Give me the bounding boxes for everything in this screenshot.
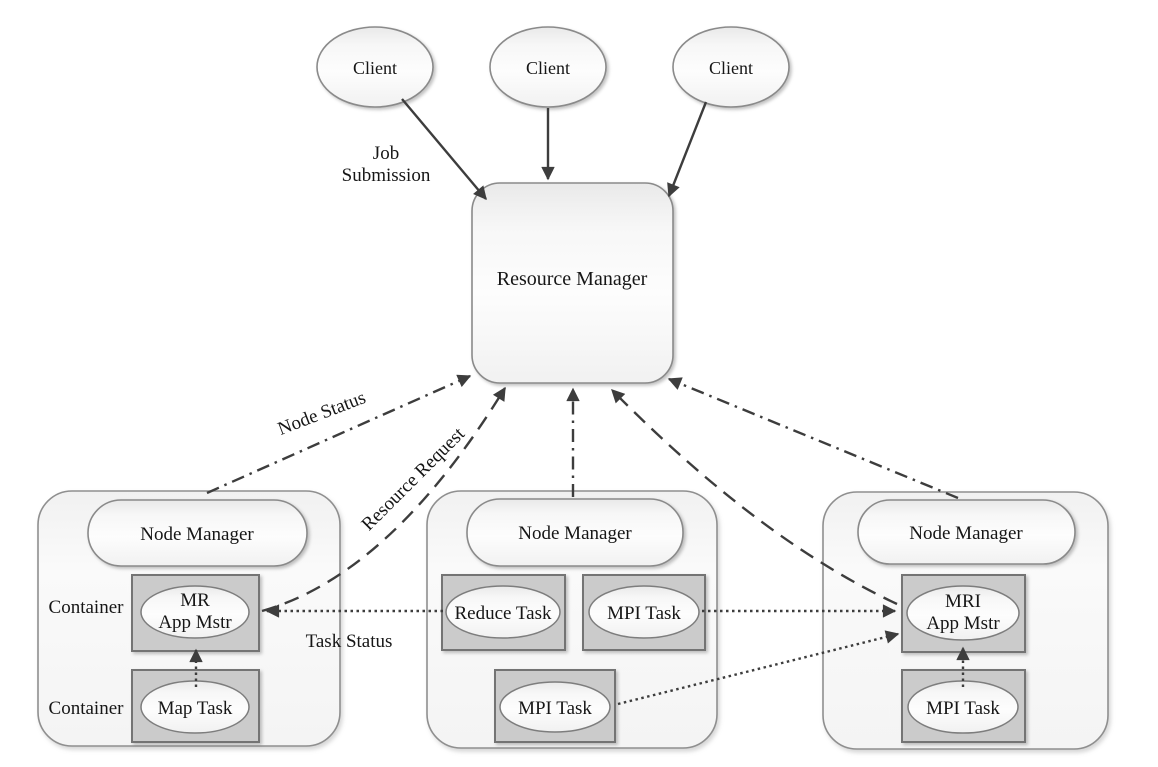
task-ellipse-mr-app-mstr — [140, 585, 250, 639]
edge-task-status-mpi2-to-mri — [617, 630, 900, 706]
edge-job-submission-3 — [667, 101, 708, 198]
container-label-1: Container — [49, 597, 125, 618]
task-ellipse-mri-app-mstr — [906, 585, 1020, 641]
node-manager-pill-left — [87, 499, 308, 567]
task-label-mpi-task-2: MPI Task — [518, 698, 592, 719]
resource-manager-label: Resource Manager — [497, 268, 648, 290]
edge-label-task-status: Task Status — [306, 631, 393, 652]
resource-manager-box — [471, 182, 674, 384]
node-manager-label-left: Node Manager — [140, 524, 254, 545]
client-ellipse-3 — [672, 26, 790, 108]
client-label-2: Client — [526, 58, 570, 78]
client-label-1: Client — [353, 58, 397, 78]
container-label-2: Container — [49, 698, 125, 719]
node-manager-pill-middle — [466, 498, 684, 567]
client-label-3: Client — [709, 58, 753, 78]
task-ellipse-mpi-task-1 — [588, 585, 700, 639]
edge-label-job-submission-line1: Job — [373, 143, 399, 164]
edge-job-submission-1 — [401, 98, 487, 201]
node-manager-label-right: Node Manager — [909, 523, 1023, 544]
edge-node-status-left — [206, 374, 472, 495]
client-ellipse-2 — [489, 26, 607, 108]
task-label-mri: MRI — [945, 591, 981, 612]
client-ellipse-1 — [316, 26, 434, 108]
task-label-reduce-task: Reduce Task — [455, 603, 552, 624]
node-manager-pill-right — [857, 499, 1076, 565]
task-label-mr: MR — [180, 590, 210, 611]
task-label-map-task: Map Task — [158, 698, 233, 719]
task-label-mpi-task-3: MPI Task — [926, 698, 1000, 719]
task-ellipse-reduce-task — [445, 585, 561, 639]
task-label-mri-line2: App Mstr — [926, 613, 1000, 634]
edge-resource-request-left — [261, 386, 507, 613]
task-ellipse-mpi-task-2 — [499, 681, 611, 733]
task-label-mpi-task-1: MPI Task — [607, 603, 681, 624]
node-manager-label-middle: Node Manager — [518, 523, 632, 544]
task-label-mr-line2: App Mstr — [158, 612, 232, 633]
edge-label-job-submission-line2: Submission — [342, 165, 431, 186]
edge-node-status-right — [667, 377, 959, 500]
